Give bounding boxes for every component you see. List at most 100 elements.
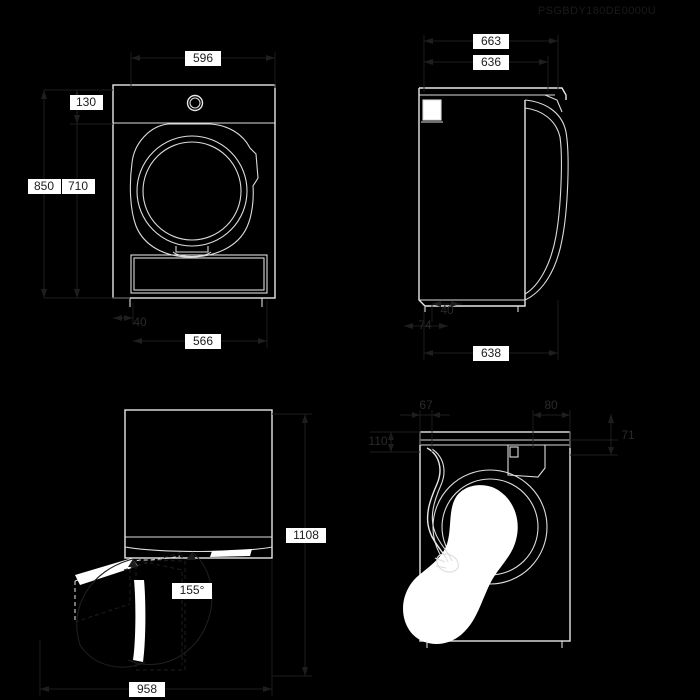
dim-1108-label-bg — [286, 528, 326, 543]
dim-130-arrow-bottom — [74, 115, 80, 124]
front-filter-drawer-inner — [133, 257, 265, 291]
side-control-panel-outline — [422, 99, 442, 121]
side-elevation-view: 663 636 40 74 638 — [404, 34, 569, 361]
side-door-profile-inner — [524, 107, 562, 295]
plan-door-bottom-panel — [133, 580, 146, 662]
plan-door-swing-view: 1108 958 155° — [39, 409, 326, 697]
rear-vent-tab — [509, 446, 519, 458]
dim-636-label: 636 — [481, 55, 501, 69]
side-door-profile — [524, 99, 569, 301]
dim-663-arrow-right — [549, 38, 558, 44]
plan-arc-arrow-top — [128, 559, 138, 567]
dim-80-label: 80 — [544, 398, 558, 412]
plan-door-handle — [210, 549, 252, 557]
dim-596-arrow-left — [131, 55, 140, 61]
dim-74-label: 74 — [418, 318, 432, 332]
dim-636-arrow-left — [424, 59, 433, 65]
rear-condenser-duct — [403, 485, 518, 645]
dim-663-label: 663 — [481, 34, 501, 48]
dim-71-arrow-bottom — [608, 447, 614, 455]
front-control-knob-outer — [186, 94, 204, 112]
plan-swing-arc-bottom — [79, 644, 146, 668]
dim-67-arrow-right — [432, 412, 440, 418]
dim-155-angle-label: 155° — [180, 583, 205, 597]
dim-958-arrow-right — [263, 686, 272, 692]
front-door-bottom-seal — [175, 246, 209, 253]
dim-74-arrow-right — [439, 323, 448, 329]
dim-1108-label: 1108 — [293, 528, 319, 542]
rear-power-cable — [426, 447, 449, 563]
rear-cable-clip — [436, 553, 459, 573]
dim-636-arrow-right — [539, 59, 548, 65]
dim-130-label: 130 — [76, 95, 96, 109]
front-control-knob-inner — [189, 97, 201, 109]
rear-power-cable-edge — [431, 448, 453, 562]
dim-110-label: 110 — [368, 434, 387, 448]
dim-710-label-bg — [62, 179, 95, 194]
dim-80-arrow-left — [533, 412, 541, 418]
front-filter-drawer — [130, 254, 268, 294]
rear-cable-clip-line1 — [434, 557, 446, 563]
dim-638-label: 638 — [481, 346, 501, 360]
dim-958-label: 958 — [137, 682, 157, 696]
side-top-lid — [419, 87, 567, 100]
dim-67-arrow-left — [412, 412, 420, 418]
plan-door-front-curve — [124, 546, 273, 553]
dim-110-arrow-bottom — [388, 444, 394, 452]
dim-71-label: 71 — [621, 428, 635, 442]
dim-710-arrow-bottom — [74, 289, 80, 298]
side-body-outline — [418, 88, 526, 307]
dim-850-arrow-top — [41, 90, 47, 99]
dim-958-label-bg — [129, 682, 165, 697]
front-cabinet-outline — [112, 84, 276, 299]
dim-566-label-bg — [185, 334, 221, 349]
dim-566-arrow-left — [133, 338, 142, 344]
dim-40s-arrow-right — [451, 301, 460, 307]
dim-40-front-label: 40 — [133, 315, 147, 329]
plan-door-hinge-dots — [129, 555, 181, 563]
dim-40s-arrow-left — [432, 301, 441, 307]
dim-67-label: 67 — [419, 398, 433, 412]
dim-638-arrow-left — [424, 350, 433, 356]
rear-connections-view: 67 80 110 71 — [368, 398, 635, 648]
dim-663-arrow-left — [424, 38, 433, 44]
dim-596-arrow-right — [266, 55, 275, 61]
front-door-glass — [136, 135, 248, 247]
dim-110-arrow-top — [388, 432, 394, 440]
dim-638-label-bg — [473, 346, 509, 361]
rear-cable-clip-line2 — [435, 565, 447, 569]
dim-74-arrow-left — [404, 323, 413, 329]
dim-638-arrow-right — [549, 350, 558, 356]
side-door-top-hinge — [544, 94, 563, 113]
dim-1108-arrow-top — [302, 414, 308, 423]
dim-71-arrow-top — [608, 414, 614, 423]
dim-850-label-bg — [28, 179, 61, 194]
plan-door-open-panel — [75, 558, 138, 585]
plan-door-travel-box-2 — [135, 559, 183, 665]
dim-566-label: 566 — [193, 334, 213, 348]
dim-40f-arrow-right — [124, 315, 133, 321]
dim-80-arrow-right — [562, 412, 570, 418]
dim-596-label-bg — [185, 51, 221, 66]
dim-850-label: 850 — [34, 179, 54, 193]
dim-663-label-bg — [473, 34, 509, 49]
front-door-bottom-curve — [172, 251, 212, 258]
dim-710-label: 710 — [68, 179, 88, 193]
dim-1108-arrow-bottom — [302, 667, 308, 676]
front-door-glass-inner — [142, 141, 242, 241]
dim-636-label-bg — [473, 55, 509, 70]
plan-swing-arc-left — [76, 558, 134, 646]
dim-155-label-bg — [172, 583, 212, 599]
plan-door-open-bottom-edge — [74, 603, 131, 623]
rear-cabinet-outline — [419, 431, 571, 642]
dim-958-arrow-left — [40, 686, 49, 692]
dim-566-arrow-right — [258, 338, 267, 344]
part-code-label: PSGBDY180DE0000U — [538, 5, 656, 17]
dim-40-side-label: 40 — [440, 303, 454, 317]
dim-850-arrow-bottom — [41, 289, 47, 298]
dim-40f-arrow-left — [113, 315, 122, 321]
plan-swing-arc-right — [127, 551, 213, 666]
